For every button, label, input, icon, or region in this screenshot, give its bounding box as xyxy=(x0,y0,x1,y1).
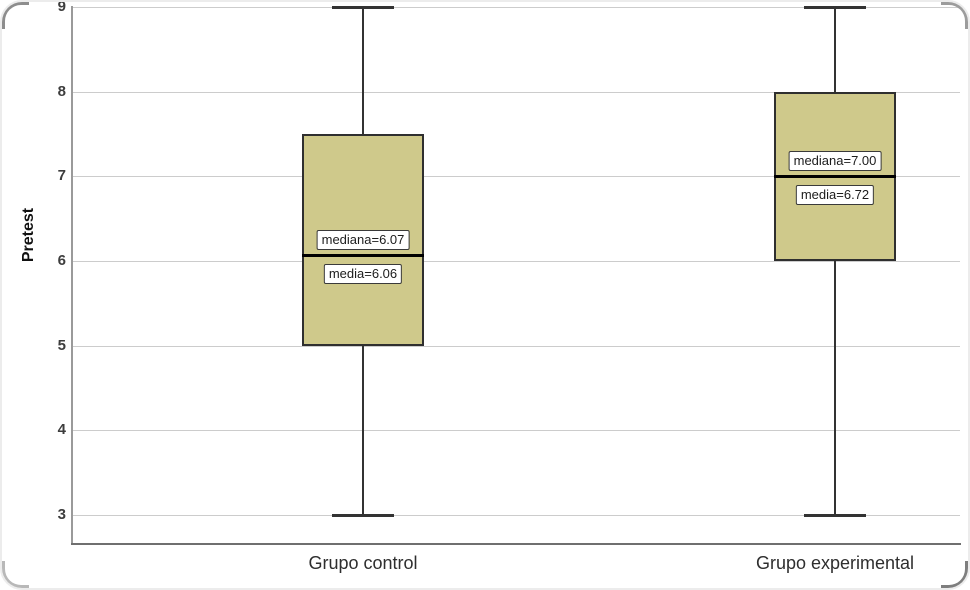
grid-line xyxy=(72,261,960,262)
grid-line xyxy=(72,176,960,177)
median-annotation: mediana=6.07 xyxy=(316,230,410,251)
y-tick-label: 6 xyxy=(57,252,66,269)
x-axis-line xyxy=(71,543,961,545)
grid-line xyxy=(72,346,960,347)
upper-whisker xyxy=(362,7,364,134)
y-tick-label: 3 xyxy=(57,506,66,523)
y-tick-label: 4 xyxy=(57,421,66,438)
mean-annotation: media=6.72 xyxy=(795,185,875,206)
y-tick-label: 8 xyxy=(57,83,66,100)
upper-whisker-cap xyxy=(332,6,394,9)
grid-line xyxy=(72,7,960,8)
y-tick-label: 5 xyxy=(57,337,66,354)
x-category-label: Grupo experimental xyxy=(755,553,915,573)
mean-annotation: media=6.06 xyxy=(323,264,403,285)
y-axis-line xyxy=(71,6,73,545)
median-annotation: mediana=7.00 xyxy=(788,151,882,172)
upper-whisker xyxy=(834,7,836,92)
lower-whisker-cap xyxy=(332,514,394,517)
y-axis-title: Pretest xyxy=(20,207,37,263)
grid-line xyxy=(72,430,960,431)
lower-whisker xyxy=(834,261,836,515)
lower-whisker xyxy=(362,345,364,515)
median-line xyxy=(774,174,896,178)
upper-whisker-cap xyxy=(804,6,866,9)
grid-line xyxy=(72,92,960,93)
lower-whisker-cap xyxy=(804,514,866,517)
x-category-label: Grupo control xyxy=(308,553,418,573)
grid-line xyxy=(72,515,960,516)
median-line xyxy=(302,253,424,257)
y-tick-label: 7 xyxy=(57,167,66,184)
y-tick-label: 9 xyxy=(57,0,66,15)
